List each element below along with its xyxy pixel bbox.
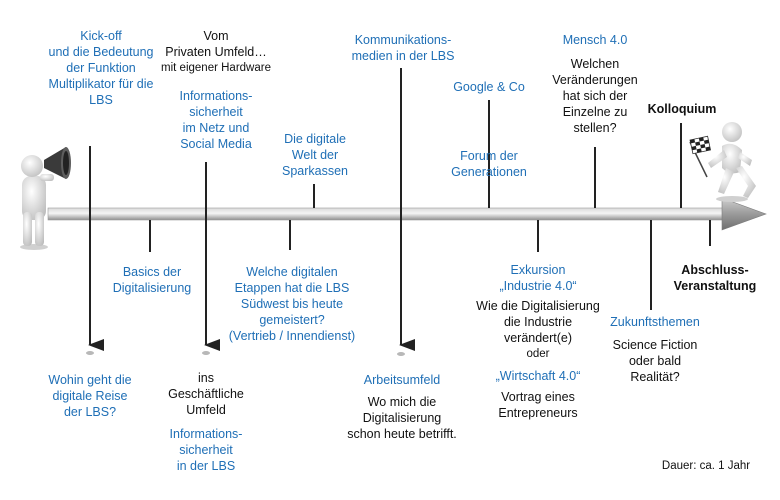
finish-flag-runner-icon (689, 122, 756, 202)
label-mensch40: Mensch 4.0 (562, 33, 628, 47)
label-basics: Basics der Digitalisierung (112, 265, 192, 295)
label-kickoff: Kick-off und die Bedeutung der Funktion … (48, 29, 154, 107)
megaphone-person-icon (20, 147, 71, 250)
label-kolloquium: Kolloquium (647, 102, 717, 116)
label-welchen-veraenderungen: Welchen Veränderungen hat sich der Einze… (552, 57, 638, 135)
label-exkursion: Exkursion „Industrie 4.0“ (499, 263, 577, 293)
label-forum-generationen: Forum der Generationen (451, 149, 527, 179)
label-vortrag: Vortrag eines Entrepreneurs (498, 390, 578, 420)
label-vom-privaten-umfeld: Vom Privaten Umfeld… mit eigener Hardwar… (161, 29, 271, 74)
timeline-arrowhead (721, 197, 767, 231)
label-ins-geschaeftliche-umfeld: ins Geschäftliche Umfeld (168, 371, 244, 417)
label-science-fiction: Science Fiction oder bald Realität? (612, 338, 698, 384)
label-informationssicherheit-netz: Informations- sicherheit im Netz und Soc… (179, 89, 253, 151)
label-google: Google & Co (453, 80, 525, 94)
label-wo-mich-die-digitalisierung: Wo mich die Digitalisierung schon heute … (347, 395, 457, 441)
label-wie-die-digitalisierung: Wie die Digitalisierung die Industrie ve… (476, 299, 600, 360)
arrow-kickoff-shadow (86, 351, 94, 355)
label-abschluss-veranstaltung: Abschluss- Veranstaltung (673, 263, 757, 293)
arrow-infosec-shadow (202, 351, 210, 355)
timeline-bar (47, 207, 731, 221)
label-arbeitsumfeld: Arbeitsumfeld (363, 373, 441, 387)
arrow-kommunikation-shadow (397, 352, 405, 356)
label-welche-etappen: Welche digitalen Etappen hat die LBS Süd… (228, 265, 356, 343)
label-wirtschaft40: „Wirtschaft 4.0“ (495, 369, 581, 383)
label-informationssicherheit-lbs: Informations- sicherheit in der LBS (169, 427, 243, 473)
label-zukunftsthemen: Zukunftsthemen (610, 315, 700, 329)
label-wohin: Wohin geht die digitale Reise der LBS? (48, 373, 132, 419)
label-kommunikationsmedien: Kommunikations- medien in der LBS (351, 33, 455, 63)
label-digitale-welt: Die digitale Welt der Sparkassen (281, 132, 348, 178)
label-dauer: Dauer: ca. 1 Jahr (661, 460, 751, 472)
